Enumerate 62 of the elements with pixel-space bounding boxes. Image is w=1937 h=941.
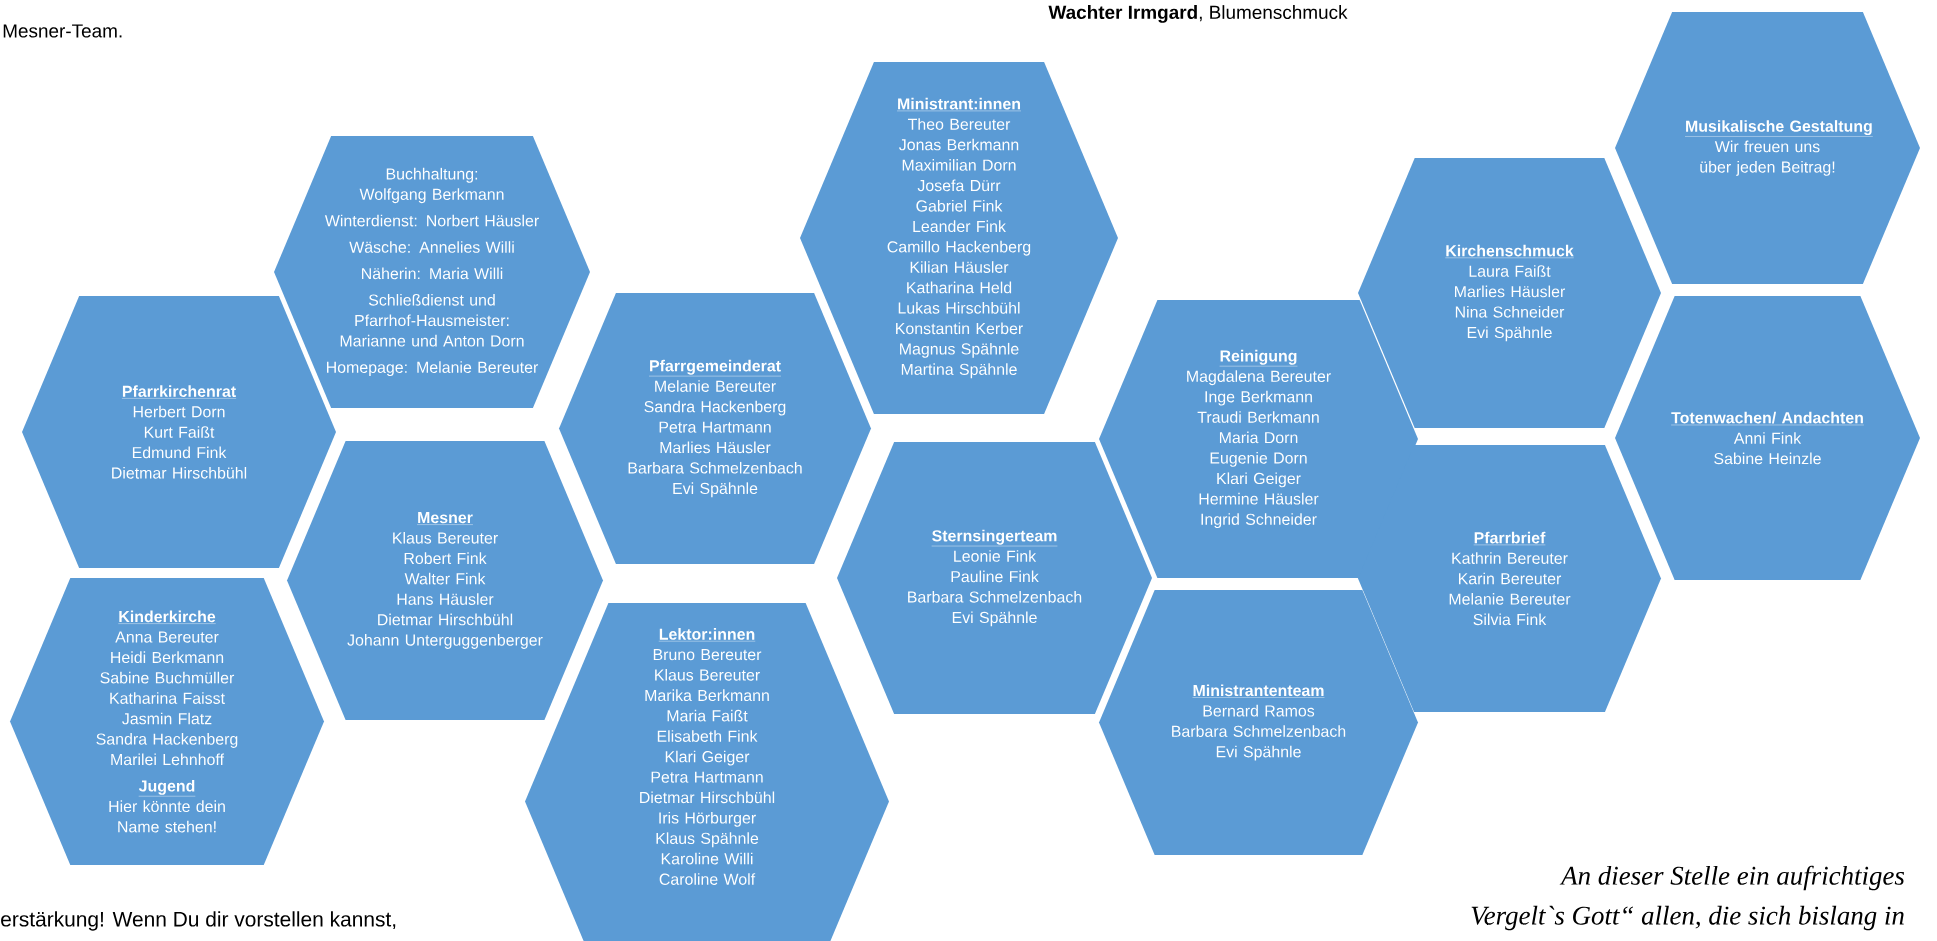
node-label: Walter Fink: [404, 572, 486, 585]
node-label: Pfarrkirchenrat: [122, 385, 236, 397]
node-label: Dietmar Hirschbühl: [112, 466, 247, 479]
hexagon: Buchhaltung: Wolfgang Berkmann Winterdienst: Norbert Häusler Wäsche: Annelies Willi Näherin: Maria Willi Schließdienst und Pfarrhof-Hausmeister: Marianne und Anton Dorn Homepage: Melanie Bereuter: [274, 136, 590, 408]
node-label: Sandra Hackenberg: [644, 400, 786, 416]
node-label: Herbert Dorn: [133, 405, 225, 418]
node-label: Marlies Häusler: [660, 441, 771, 454]
hexagon: Sternsingerteam Leonie Fink Pauline Fink Barbara Schmelzenbach Evi Spähnle: [837, 442, 1152, 714]
node-label: Kirchenschmuck: [1446, 244, 1574, 257]
node-label: Hans Häusler: [397, 593, 494, 605]
node-label: Barbara Schmelzenbach: [908, 590, 1082, 603]
node-label: Mesner: [418, 512, 473, 524]
hexagon: Reinigung Magdalena Bereuter Inge Berkmann Traudi Berkmann Maria Dorn Eugenie Dorn Klari Geiger Hermine Häusler Ingrid Schneider: [1099, 300, 1418, 578]
node-label: Melanie Bereuter: [1449, 593, 1571, 605]
node-label: Dietmar Hirschbühl: [378, 613, 513, 626]
node-label: Evi Spähnle: [952, 611, 1037, 627]
node-label: Robert Fink: [404, 552, 487, 565]
node-label: Silvia Fink: [1473, 613, 1547, 626]
note-text: Mesner-Team.: [3, 24, 122, 38]
node-label: Evi Spähnle: [1467, 326, 1552, 342]
node-label: Kurt Faißt: [144, 426, 215, 438]
note-text: An dieser Stelle ein aufrichtiges: [1559, 865, 1905, 891]
node-label: Melanie Bereuter: [655, 380, 776, 392]
node-label: Eugenie Dorn: [1210, 451, 1307, 467]
hexagon: Ministrantenteam Bernard Ramos Barbara Schmelzenbach Evi Spähnle: [1099, 590, 1418, 855]
node-label: Magdalena Bereuter: [1187, 370, 1331, 386]
node-label: Klaus Bereuter: [393, 531, 498, 544]
hexagon: Musikalische Gestaltung Wir freuen uns über jeden Beitrag!: [1615, 12, 1920, 284]
hexagon: Kinderkirche Anna Bereuter Heidi Berkmann Sabine Buchmüller Katharina Faisst Jasmin Flatz Sandra Hackenberg Marilei Lehnhoff Jugend Hier könnte dein Name stehen!: [10, 578, 324, 865]
note-text: Vergelt`s Gott“ allen, die sich bislang in: [1471, 905, 1904, 931]
node-label: Sabine Heinzle: [1714, 452, 1821, 465]
node-label: Ingrid Schneider: [1201, 513, 1317, 529]
node-label: Pfarrbrief: [1474, 531, 1546, 544]
hexagon: Totenwachen/ Andachten Anni Fink Sabine Heinzle: [1615, 296, 1920, 580]
note-text: Wachter Irmgard, Blumenschmuck: [1048, 5, 1348, 23]
hexagon: Pfarrgemeinderat Melanie Bereuter Sandra Hackenberg Petra Hartmann Marlies Häusler Barbara Schmelzenbach Evi Spähnle: [559, 293, 871, 564]
node-label: Edmund Fink: [132, 446, 227, 459]
node-label: Marlies Häusler: [1455, 285, 1566, 298]
node-label: Kathrin Bereuter: [1452, 552, 1568, 564]
node-label: Inge Berkmann: [1205, 390, 1312, 406]
node-label: Klari Geiger: [1217, 472, 1301, 488]
node-label: Maria Dorn: [1219, 431, 1298, 444]
node-label: Traudi Berkmann: [1197, 411, 1319, 423]
hexagon: Mesner Klaus Bereuter Robert Fink Walter Fink Hans Häusler Dietmar Hirschbühl Johann Unterguggenberger: [287, 441, 603, 720]
hexagon: Ministrant:innen Theo Bereuter Jonas Berkmann Maximilian Dorn Josefa Dürr Gabriel Fink Leander Fink Camillo Hackenberg Kilian Häusler Katharina Held Lukas Hirschbühl Konstantin Kerber Magnus Spähnle Martina Spähnle: [800, 62, 1118, 414]
node-label: Anni Fink: [1733, 432, 1802, 444]
node-label: Karin Bereuter: [1458, 572, 1562, 585]
node-label: Sternsingerteam: [932, 529, 1057, 545]
hexagon: Kirchenschmuck Laura Faißt Marlies Häusler Nina Schneider Evi Spähnle: [1358, 158, 1661, 428]
hexagon: Pfarrbrief Kathrin Bereuter Karin Bereuter Melanie Bereuter Silvia Fink: [1358, 445, 1661, 712]
node-label: Petra Hartmann: [659, 421, 771, 433]
node-label: Evi Spähnle: [673, 482, 758, 498]
node-label: Barbara Schmelzenbach: [628, 461, 802, 474]
node-label: Reinigung: [1220, 349, 1297, 365]
node-label: Pauline Fink: [951, 570, 1039, 583]
node-label: Nina Schneider: [1455, 305, 1565, 318]
node-label: Totenwachen/ Andachten: [1671, 411, 1863, 424]
node-label: Leonie Fink: [954, 550, 1037, 562]
note-text: erstärkung! Wenn Du dir vorstellen kannst,: [1, 911, 396, 931]
node-label: Pfarrgemeinderat: [650, 359, 781, 375]
node-label: Hermine Häusler: [1199, 492, 1319, 505]
node-label: Laura Faißt: [1469, 265, 1551, 277]
